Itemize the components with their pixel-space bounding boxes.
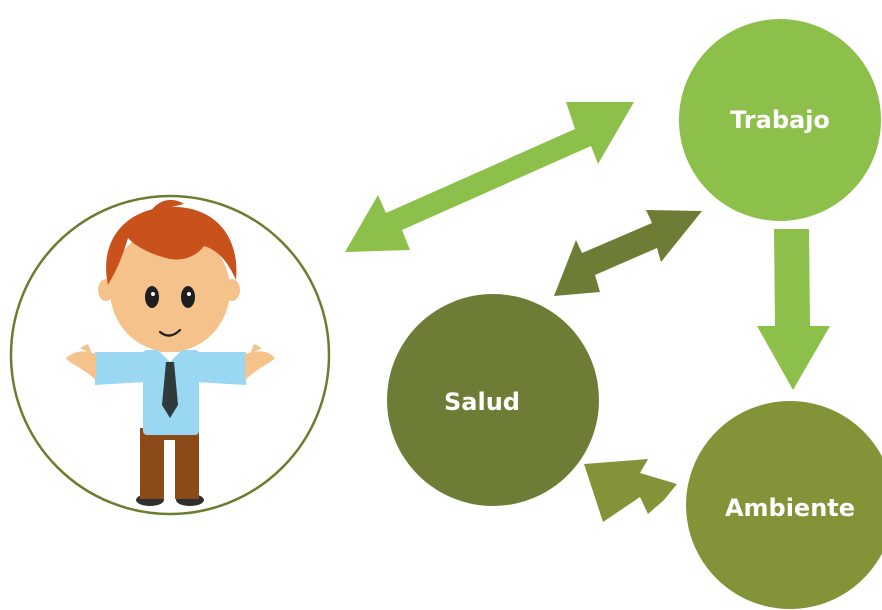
arrow-person-trabajo [345, 102, 634, 252]
arrow-salud-trabajo [554, 210, 702, 296]
ambiente-node: Ambiente [686, 401, 882, 609]
trabajo-label: Trabajo [730, 106, 830, 134]
arrow-ambiente-salud [584, 459, 677, 522]
trabajo-node: Trabajo [679, 19, 881, 221]
ambiente-label: Ambiente [725, 494, 855, 522]
person-node [9, 194, 331, 516]
businessman-icon [66, 199, 275, 506]
salud-node: Salud [387, 294, 599, 506]
salud-label: Salud [444, 388, 520, 416]
arrow-trabajo-ambiente [757, 229, 830, 390]
